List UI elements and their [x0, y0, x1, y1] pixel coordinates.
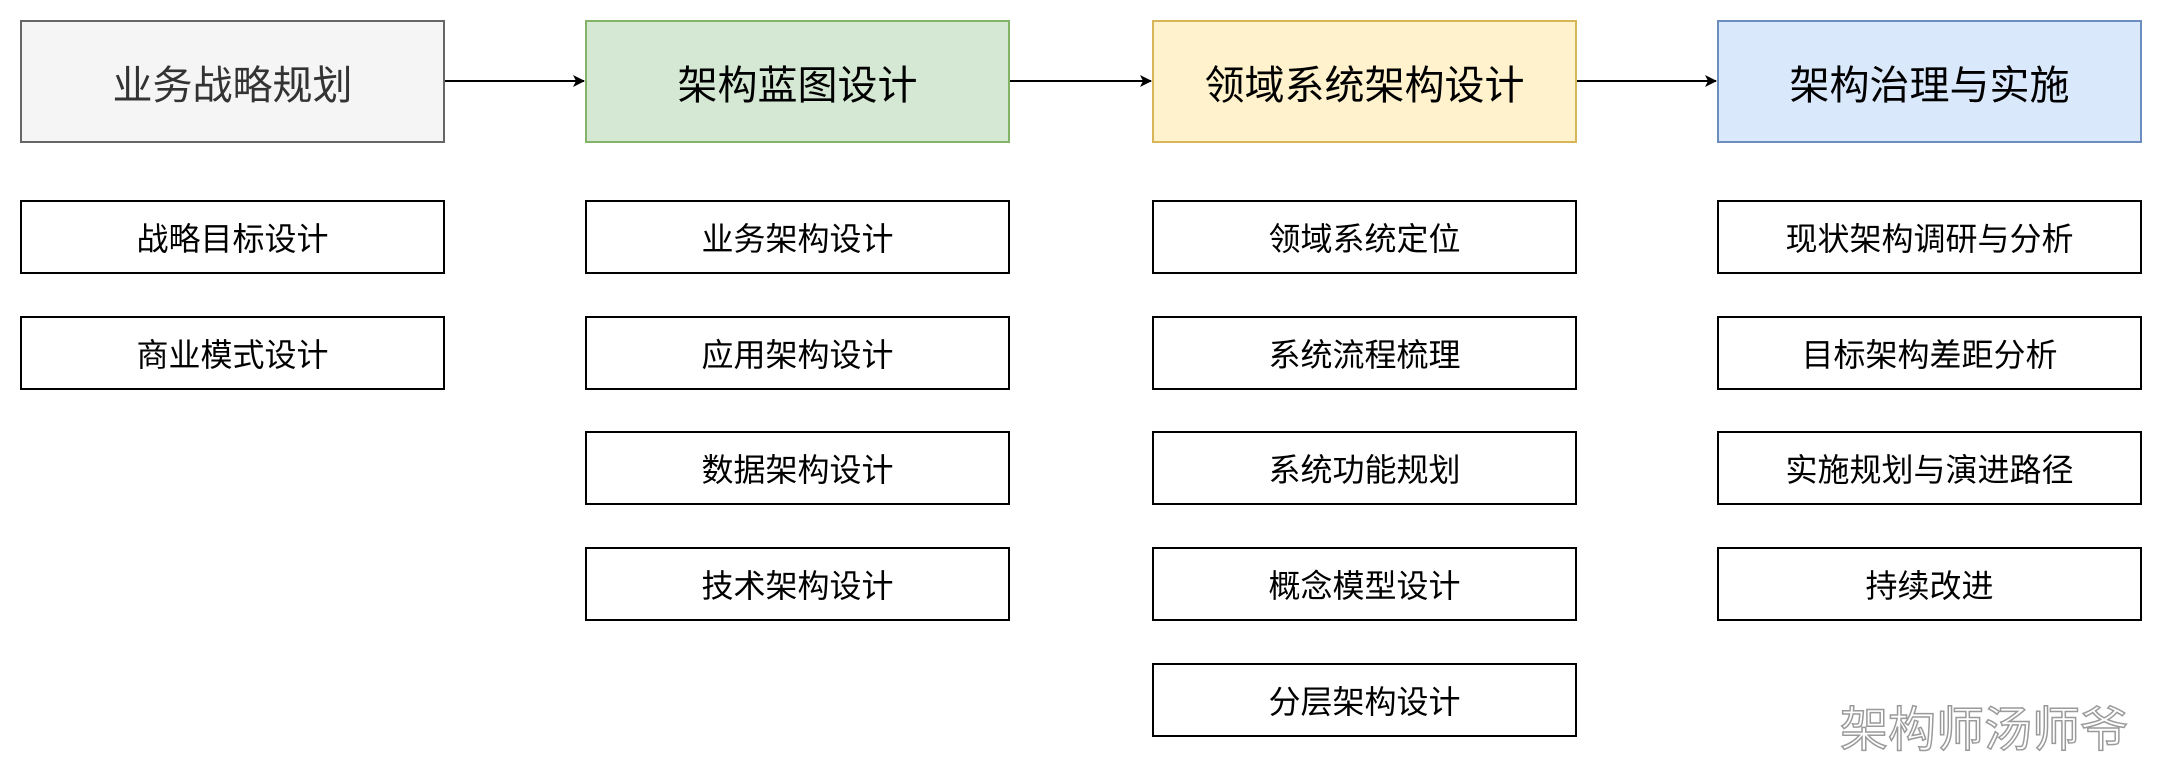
stage-1-step-2: 商业模式设计	[20, 316, 445, 390]
stage-3-step-2: 系统流程梳理	[1152, 316, 1577, 390]
stage-1-step-1: 战略目标设计	[20, 200, 445, 274]
stage-3-step-1: 领域系统定位	[1152, 200, 1577, 274]
stage-2-step-2: 应用架构设计	[585, 316, 1010, 390]
watermark: 架构师汤师爷	[1839, 701, 2129, 759]
stage-3-step-4: 概念模型设计	[1152, 547, 1577, 621]
stage-3-step-5: 分层架构设计	[1152, 663, 1577, 737]
stage-4-step-3: 实施规划与演进路径	[1717, 431, 2142, 505]
stage-2-step-3: 数据架构设计	[585, 431, 1010, 505]
stage-4-step-4: 持续改进	[1717, 547, 2142, 621]
stage-3-step-3: 系统功能规划	[1152, 431, 1577, 505]
stage-header-1: 业务战略规划	[20, 20, 445, 143]
stage-header-3: 领域系统架构设计	[1152, 20, 1577, 143]
stage-4-step-2: 目标架构差距分析	[1717, 316, 2142, 390]
stage-4-step-1: 现状架构调研与分析	[1717, 200, 2142, 274]
stage-2-step-1: 业务架构设计	[585, 200, 1010, 274]
stage-2-step-4: 技术架构设计	[585, 547, 1010, 621]
stage-header-2: 架构蓝图设计	[585, 20, 1010, 143]
stage-header-4: 架构治理与实施	[1717, 20, 2142, 143]
